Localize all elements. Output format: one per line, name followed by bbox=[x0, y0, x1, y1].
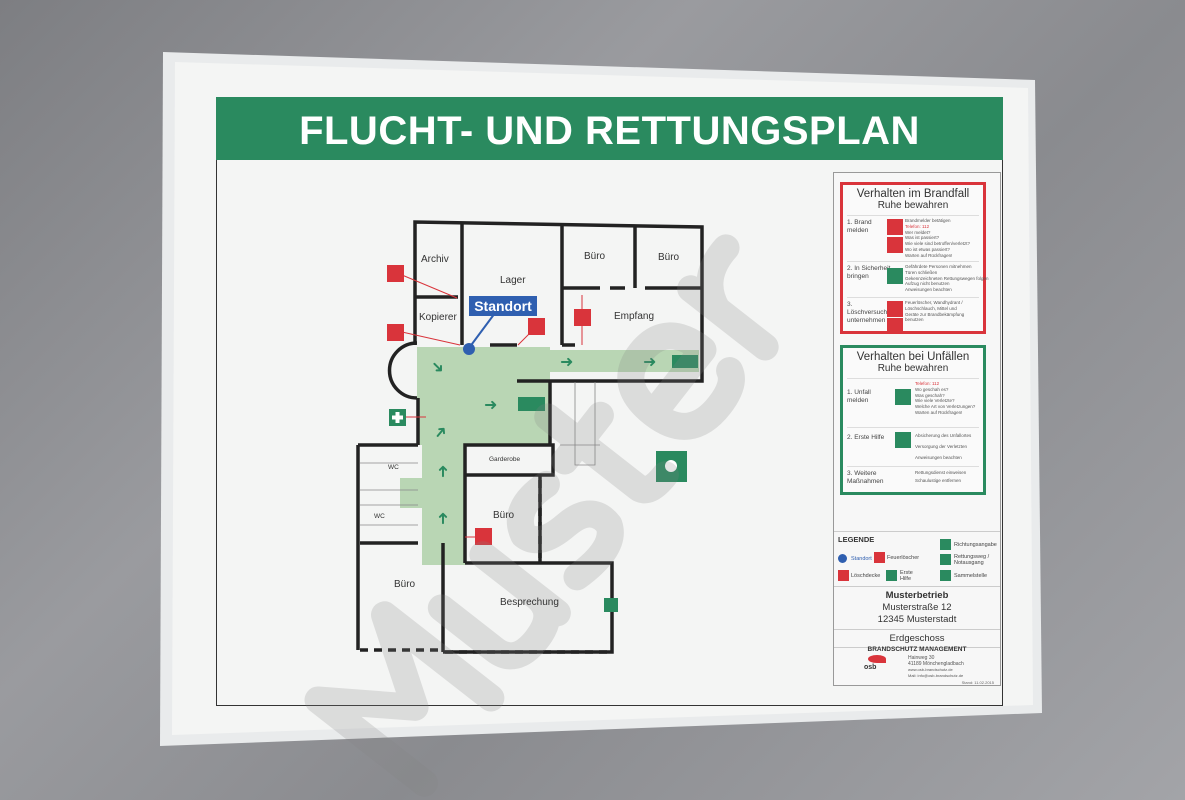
assembly-point-icon bbox=[656, 451, 687, 482]
fire-blanket-icon bbox=[838, 570, 849, 581]
room-wc: WC bbox=[374, 513, 385, 520]
room-empfang: Empfang bbox=[614, 311, 655, 322]
exit-sign-icon bbox=[887, 268, 903, 284]
osb-logo: osb bbox=[864, 664, 877, 671]
room-wc: WC bbox=[388, 464, 399, 471]
interior-lines bbox=[360, 382, 600, 526]
room-garderobe: Garderobe bbox=[489, 456, 521, 463]
room-buero: Büro bbox=[658, 252, 680, 263]
legend: LEGENDE Standort Feuerlöscher Löschdecke… bbox=[834, 531, 1000, 582]
room-archiv: Archiv bbox=[421, 254, 449, 265]
room-kopierer: Kopierer bbox=[419, 312, 457, 323]
standort-icon bbox=[838, 554, 847, 563]
fire-subtitle: Ruhe bewahren bbox=[877, 200, 949, 211]
accident-step: 3. Weitere Maßnahmen Rettungsdienst einw… bbox=[847, 466, 979, 492]
fire-instructions: Verhalten im Brandfall Ruhe bewahren 1. … bbox=[840, 182, 989, 334]
standort-label-bg bbox=[469, 296, 537, 316]
first-aid-icon bbox=[389, 409, 406, 426]
svg-text:➜: ➜ bbox=[643, 352, 656, 371]
fire-step: 3. Löschversuch unternehmen Feuerlöscher… bbox=[847, 297, 979, 334]
emergency-phone-icon bbox=[895, 389, 911, 405]
room-buero: Büro bbox=[394, 579, 416, 590]
fire-step: 2. In Sicherheit bringen Gefährdete Pers… bbox=[847, 261, 989, 296]
watermark-graphic bbox=[304, 234, 779, 797]
fire-phone-icon bbox=[887, 237, 903, 253]
escape-route-icon bbox=[940, 554, 951, 565]
accident-subtitle: Ruhe bewahren bbox=[877, 363, 949, 374]
fire-alarm-icon bbox=[887, 219, 903, 235]
company-info: Musterbetrieb Musterstraße 12 12345 Must… bbox=[834, 586, 1000, 648]
page-title: FLUCHT- UND RETTUNGSPLAN bbox=[216, 97, 1003, 160]
fire-equipment-icons bbox=[387, 265, 591, 545]
walls bbox=[356, 220, 704, 654]
accident-instructions: Verhalten bei Unfällen Ruhe bewahren 1. … bbox=[840, 345, 986, 495]
fire-title: Verhalten im Brandfall bbox=[856, 188, 970, 200]
fire-blanket-icon bbox=[887, 318, 903, 334]
room-buero: Büro bbox=[584, 251, 606, 262]
standort-marker bbox=[463, 343, 475, 355]
first-aid-icon bbox=[886, 570, 897, 581]
svg-text:➜: ➜ bbox=[433, 465, 452, 478]
flame-logo-icon bbox=[868, 655, 886, 663]
exit-signs bbox=[518, 355, 698, 612]
room-lager: Lager bbox=[500, 275, 526, 286]
escape-route bbox=[400, 347, 699, 565]
direction-icon bbox=[940, 539, 951, 550]
room-besprechung: Besprechung bbox=[500, 597, 559, 608]
accident-title: Verhalten bei Unfällen bbox=[856, 351, 970, 363]
room-buero: Büro bbox=[493, 510, 515, 521]
svg-text:➜: ➜ bbox=[484, 395, 497, 414]
first-aid-icon bbox=[895, 432, 911, 448]
svg-text:➜: ➜ bbox=[433, 512, 452, 525]
info-panel: Verhalten im Brandfall Ruhe bewahren 1. … bbox=[833, 172, 1001, 686]
accident-step: 2. Erste Hilfe Absicherung des Unfallort… bbox=[847, 427, 979, 465]
fire-hose-icon bbox=[887, 301, 903, 317]
extinguisher-icon bbox=[874, 552, 885, 563]
svg-text:➜: ➜ bbox=[560, 352, 573, 371]
standort-callout: Standort bbox=[474, 298, 532, 314]
assembly-point-icon bbox=[940, 570, 951, 581]
plan-frame bbox=[216, 160, 1003, 706]
